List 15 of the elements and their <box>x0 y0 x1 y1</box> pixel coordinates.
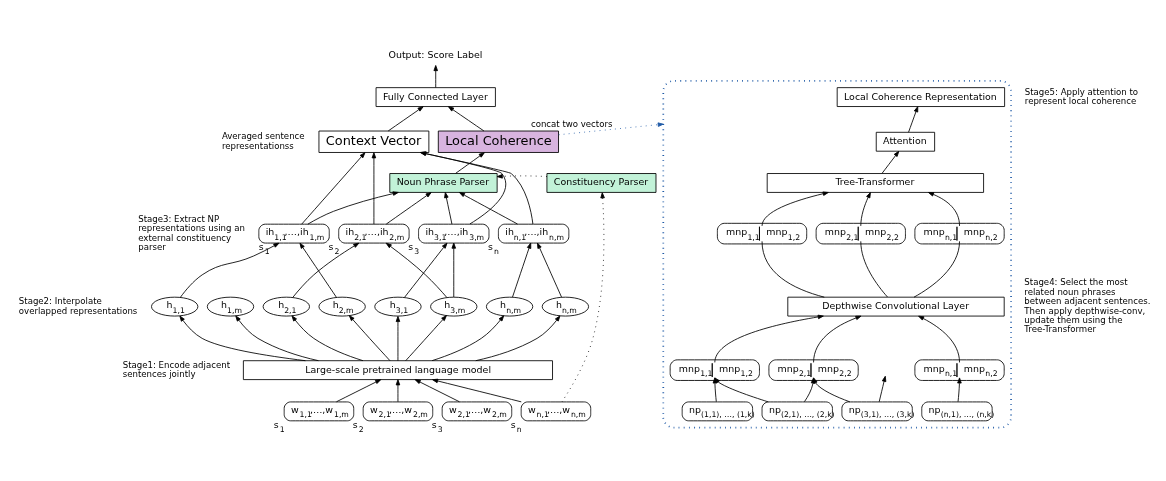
node-label: s$_{n}$ <box>488 240 500 257</box>
node-label: s$_{3}$ <box>408 240 420 257</box>
label: Stage1: Encode adjacent sentences jointly <box>122 359 231 380</box>
label: Stage4: Select the most related noun phrases between adjacent sentences. Then apply depthwise-conv, update them using the Tree-Transformer <box>1024 277 1151 335</box>
node-label: s$_{2}$ <box>352 418 364 435</box>
label: Stage2: Interpolate overlapped representations <box>18 296 138 316</box>
node-label: s$_{3}$ <box>431 418 443 435</box>
label: Stage5: Apply attention to represent local coherence <box>1024 86 1139 106</box>
label: Averaged sentence representationss <box>221 131 305 151</box>
edge-label: concat two vectors <box>530 118 613 129</box>
node-label: s$_{n}$ <box>510 418 522 435</box>
node-label: s$_{1}$ <box>273 418 285 435</box>
node-label: s$_{2}$ <box>328 240 340 257</box>
node-text: Output: Score Label <box>388 49 483 61</box>
label: Stage3: Extract NP representations using an external constituency parser <box>138 213 245 252</box>
